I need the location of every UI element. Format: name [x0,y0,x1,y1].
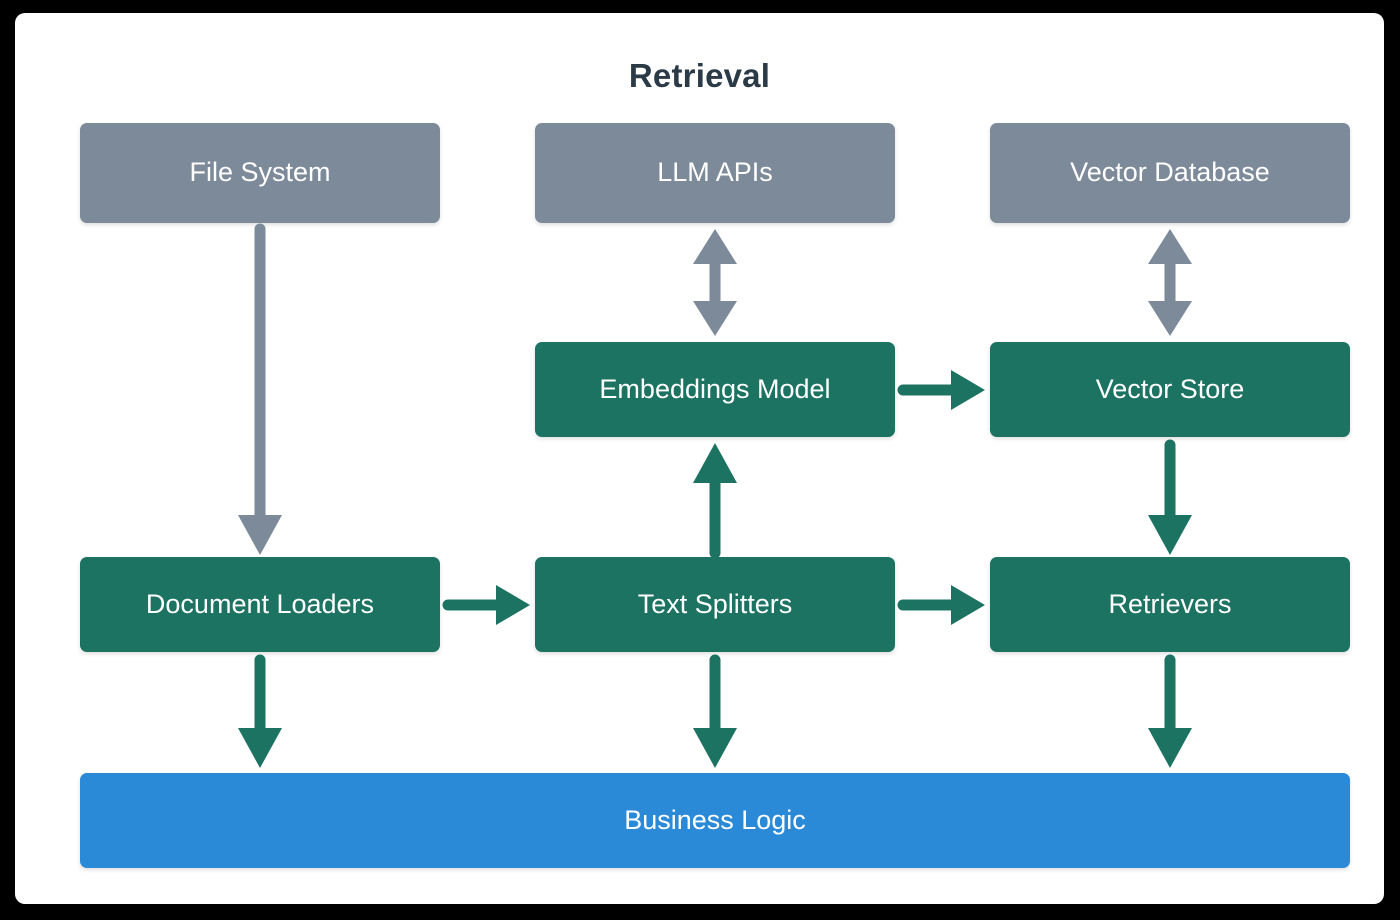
arrow-embeddings-model-to-vector-store [897,368,987,412]
arrow-vector-store-to-retrievers [1140,439,1200,557]
node-vector-database[interactable]: Vector Database [990,123,1350,223]
node-llm-apis[interactable]: LLM APIs [535,123,895,223]
node-label: Document Loaders [145,588,375,619]
arrow-document-loaders-to-business-logic [230,654,290,770]
node-label: LLM APIs [657,157,773,188]
node-label: Retrievers [1108,588,1232,619]
node-label: Vector Store [1095,373,1245,404]
arrow-text-splitters-to-business-logic [685,654,745,770]
node-label: Text Splitters [637,588,793,619]
node-business-logic[interactable]: Business Logic [80,773,1350,868]
arrow-vector-database-vector-store-bidirectional [1140,226,1200,339]
node-file-system[interactable]: File System [80,123,440,223]
page-title: Retrieval [628,57,771,94]
node-label: File System [189,157,331,188]
diagram-canvas: Retrieval File System LLM APIs Vector Da… [15,13,1384,904]
node-document-loaders[interactable]: Document Loaders [80,557,440,652]
node-label: Vector Database [1070,157,1270,188]
node-vector-store[interactable]: Vector Store [990,342,1350,437]
arrow-file-system-to-document-loaders [230,223,290,557]
node-retrievers[interactable]: Retrievers [990,557,1350,652]
arrow-text-splitters-to-retrievers [897,583,987,627]
node-embeddings-model[interactable]: Embeddings Model [535,342,895,437]
node-text-splitters[interactable]: Text Splitters [535,557,895,652]
arrow-retrievers-to-business-logic [1140,654,1200,770]
arrow-document-loaders-to-text-splitters [442,583,532,627]
arrow-llm-apis-embeddings-model-bidirectional [685,226,745,339]
arrow-text-splitters-to-embeddings-model [685,441,745,559]
node-label: Embeddings Model [599,373,831,404]
node-label: Business Logic [624,804,806,835]
